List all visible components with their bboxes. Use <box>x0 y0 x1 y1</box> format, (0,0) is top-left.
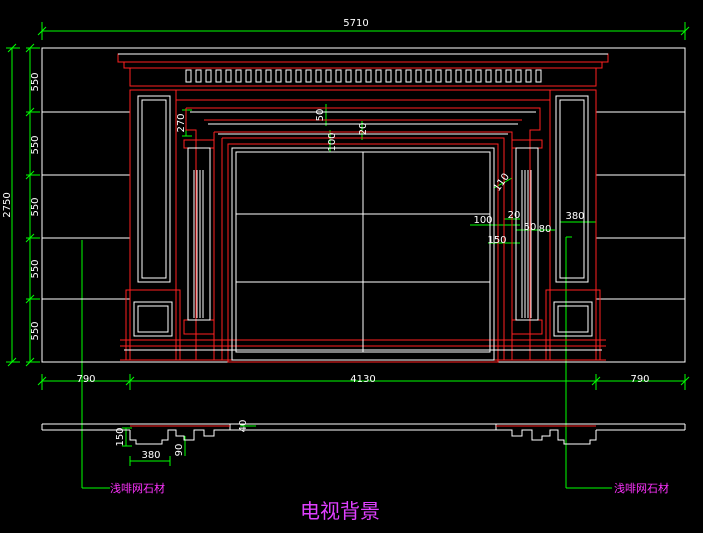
row-height-label: 550 <box>30 135 41 154</box>
dentil <box>435 69 442 83</box>
frame-details <box>118 53 608 361</box>
overall-height-label: 2750 <box>2 192 13 217</box>
plan-section <box>41 423 686 445</box>
pilaster-dim-label: 380 <box>565 211 584 222</box>
dentil <box>325 69 332 83</box>
dentil <box>205 69 212 83</box>
dentil <box>365 69 372 83</box>
lintel-dim-label: 20 <box>358 123 369 136</box>
row-height-label: 550 <box>30 197 41 216</box>
row-height-label: 550 <box>30 259 41 278</box>
dentil <box>285 69 292 83</box>
pilaster-dim-label: 100 <box>473 215 492 226</box>
plan-dim-label: 90 <box>174 444 185 457</box>
dentil <box>345 69 352 83</box>
pilaster-dim-label: 150 <box>487 235 506 246</box>
dentil <box>275 69 282 83</box>
dentil <box>405 69 412 83</box>
dentil <box>195 69 202 83</box>
lintel-dim-label: 100 <box>327 132 338 151</box>
plan-dim-label: 40 <box>238 420 249 433</box>
dentil <box>255 69 262 83</box>
dentil <box>445 69 452 83</box>
pilaster-dim-label: 110 <box>492 172 512 194</box>
dentil <box>505 69 512 83</box>
right-bay-label: 790 <box>630 374 649 385</box>
pilaster-dim-label: 50 <box>524 222 537 233</box>
dentil <box>215 69 222 83</box>
dimension-lines <box>6 22 690 489</box>
dentil <box>465 69 472 83</box>
overall-width-label: 5710 <box>343 18 368 29</box>
stone-surround-frame <box>117 53 609 363</box>
lintel-dim-label: 270 <box>176 113 187 132</box>
material-label-right: 浅啡网石材 <box>614 481 669 495</box>
plan-dim-label: 380 <box>141 450 160 461</box>
dentil <box>235 69 242 83</box>
dentil <box>245 69 252 83</box>
dentil <box>385 69 392 83</box>
dentil-row <box>185 69 542 83</box>
dentil <box>515 69 522 83</box>
dentil <box>535 69 542 83</box>
pilaster-dim-label: 20 <box>508 210 521 221</box>
drawing-title: 电视背景 <box>300 499 380 523</box>
dentil <box>265 69 272 83</box>
dentil <box>185 69 192 83</box>
dentil <box>425 69 432 83</box>
dentil <box>305 69 312 83</box>
left-bay-label: 790 <box>76 374 95 385</box>
dentil <box>495 69 502 83</box>
dentil <box>225 69 232 83</box>
dentil <box>335 69 342 83</box>
dentil <box>455 69 462 83</box>
plan-dim-label: 150 <box>115 427 126 446</box>
dentil <box>395 69 402 83</box>
dentil <box>415 69 422 83</box>
pilaster-dim-label: 80 <box>539 224 552 235</box>
dentil <box>295 69 302 83</box>
dentil <box>315 69 322 83</box>
dentil <box>375 69 382 83</box>
row-height-label: 550 <box>30 72 41 91</box>
dentil <box>525 69 532 83</box>
lintel-dim-label: 50 <box>315 109 326 122</box>
dentil <box>475 69 482 83</box>
dentil <box>485 69 492 83</box>
row-height-label: 550 <box>30 321 41 340</box>
material-label-left: 浅啡网石材 <box>110 481 165 495</box>
dentil <box>355 69 362 83</box>
center-bay-label: 4130 <box>350 374 375 385</box>
